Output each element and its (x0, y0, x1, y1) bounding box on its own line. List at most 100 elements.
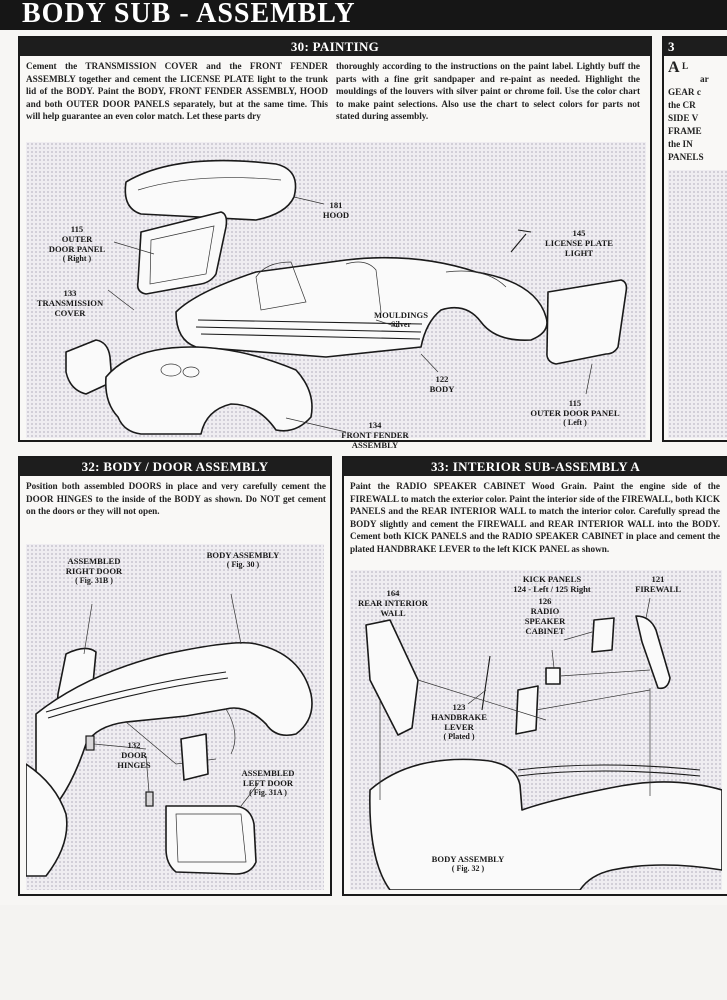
kick-panel-part (515, 685, 539, 735)
outer-door-left-number: 115 (568, 398, 582, 408)
firewall-number: 121 (651, 574, 665, 584)
front-fender-number: 134 (368, 420, 382, 430)
section-31-partial-line7: the IN (668, 139, 693, 149)
hood-label: 181 HOOD (316, 200, 356, 220)
radio-speaker-cabinet-line1: RADIO (530, 606, 560, 616)
section-30-text-col1: Cement the TRANSMISSION COVER and the FR… (26, 61, 328, 122)
handbrake-lever-label: 123 HANDBRAKE LEVER ( Plated ) (426, 702, 492, 742)
hood-part (124, 159, 297, 221)
door-hinge-part (145, 791, 154, 807)
firewall-part (635, 615, 671, 690)
page-title: BODY SUB - ASSEMBLY (22, 0, 356, 29)
door-hinges-number: 132 (127, 740, 141, 750)
outer-door-left-line1: OUTER DOOR PANEL (530, 408, 620, 418)
section-31-partial-illustration (668, 170, 727, 438)
rear-interior-wall-number: 164 (386, 588, 400, 598)
transmission-cover-line1: TRANSMISSION (36, 298, 104, 308)
section-31-partial-panel: 3 A L ar GEAR c the CR SIDE V FRAME the … (662, 36, 727, 442)
outer-door-right-label: 115 OUTER DOOR PANEL ( Right ) (42, 224, 112, 264)
assembled-right-door-label: ASSEMBLED RIGHT DOOR ( Fig. 31B ) (54, 556, 134, 586)
section-32-illustration: ASSEMBLED RIGHT DOOR ( Fig. 31B ) BODY A… (26, 544, 324, 890)
kick-panels-label: KICK PANELS 124 - Left / 125 Right (500, 574, 604, 594)
rear-interior-wall-line2: WALL (380, 608, 406, 618)
body-label: 122 BODY (422, 374, 462, 394)
section-30-panel: 30: PAINTING Cement the TRANSMISSION COV… (18, 36, 652, 450)
handbrake-lever-number: 123 (452, 702, 466, 712)
interior-assembly-diagram (365, 597, 722, 890)
section-30-text-col2: thoroughly according to the instructions… (336, 61, 640, 122)
outer-door-right-number: 115 (70, 224, 84, 234)
page-bottom-margin (0, 905, 727, 1000)
handbrake-lever-finish: ( Plated ) (443, 732, 475, 741)
section-31-partial-heading: 3 (664, 38, 727, 56)
section-32-heading: 32: BODY / DOOR ASSEMBLY (20, 458, 330, 476)
outer-door-right-line1: OUTER (61, 234, 93, 244)
painting-diagram (65, 159, 628, 435)
assembled-left-door (165, 805, 257, 875)
outer-door-right-side: ( Right ) (62, 254, 92, 263)
mouldings-paint: Silver (391, 320, 411, 329)
assembled-right-door-ref: ( Fig. 31B ) (75, 576, 113, 585)
rear-interior-wall-part (365, 619, 419, 736)
transmission-cover-line2: COVER (54, 308, 86, 318)
front-fender-line2: ASSEMBLY (351, 440, 399, 450)
assembled-left-door-label: ASSEMBLED LEFT DOOR ( Fig. 31A ) (230, 768, 306, 798)
outer-door-right-part (136, 211, 228, 295)
body-part-number: 122 (435, 374, 449, 384)
front-fender-label: 134 FRONT FENDER ASSEMBLY (330, 420, 420, 450)
radio-speaker-cabinet-line2: SPEAKER (524, 616, 566, 626)
rear-interior-wall-line1: REAR INTERIOR (358, 598, 428, 608)
section-33-panel: 33: INTERIOR SUB-ASSEMBLY A Paint the RA… (342, 456, 727, 896)
handbrake-lever-part (481, 655, 491, 711)
door-hinges-label: 132 DOOR HINGES (116, 740, 152, 770)
mouldings-label: MOULDINGS Silver (366, 310, 436, 330)
section-31-partial-line6: FRAME (668, 126, 702, 136)
mouldings-line1: MOULDINGS (374, 310, 428, 320)
body-door-diagram (26, 593, 313, 877)
firewall-label: 121 FIREWALL (630, 574, 686, 594)
assembled-left-door-line2: LEFT DOOR (242, 778, 294, 788)
door-hinge-part (85, 735, 95, 751)
section-31-partial-letter: A (668, 59, 680, 76)
assembled-right-door-line2: RIGHT DOOR (65, 566, 123, 576)
license-plate-light-line1: LICENSE PLATE (545, 238, 613, 248)
body-part-name: BODY (429, 384, 455, 394)
body-assembly-33-ref: ( Fig. 32 ) (451, 864, 485, 873)
front-fender-line1: FRONT FENDER (341, 430, 409, 440)
body-assembly-ref: ( Fig. 30 ) (226, 560, 260, 569)
body-assembly-line1: BODY ASSEMBLY (206, 550, 280, 560)
outer-door-left-label: 115 OUTER DOOR PANEL ( Left ) (520, 398, 630, 428)
section-30-illustration: 181 HOOD 115 OUTER DOOR PANEL ( Right ) … (26, 142, 646, 450)
kick-panel-part (591, 617, 615, 653)
assembled-left-door-ref: ( Fig. 31A ) (249, 788, 287, 797)
license-plate-light-line2: LIGHT (564, 248, 594, 258)
handbrake-lever-line2: LEVER (444, 722, 474, 732)
outer-door-left-part (546, 279, 628, 365)
section-31-partial-line8: PANELS (668, 152, 704, 162)
page-title-bar: BODY SUB - ASSEMBLY (0, 0, 727, 30)
assembled-left-door-line1: ASSEMBLED (241, 768, 295, 778)
transmission-cover-number: 133 (63, 288, 77, 298)
body-assembly-part (369, 758, 722, 890)
body-part (175, 256, 548, 358)
license-plate-light-label: 145 LICENSE PLATE LIGHT (534, 228, 624, 258)
section-33-heading: 33: INTERIOR SUB-ASSEMBLY A (344, 458, 727, 476)
hood-part-number: 181 (329, 200, 343, 210)
door-hinges-line1: DOOR (121, 750, 147, 760)
kick-panels-numbers: 124 - Left / 125 Right (513, 584, 591, 594)
section-31-partial-line3: GEAR c (668, 87, 701, 97)
rear-interior-wall-label: 164 REAR INTERIOR WALL (358, 588, 428, 618)
firewall-name: FIREWALL (635, 584, 681, 594)
section-31-partial-line5: SIDE V (668, 113, 699, 123)
section-32-text: Position both assembled DOORS in place a… (26, 481, 326, 517)
transmission-cover-label: 133 TRANSMISSION COVER (30, 288, 110, 318)
outer-door-right-line2: DOOR PANEL (48, 244, 106, 254)
body-assembly-label: BODY ASSEMBLY ( Fig. 30 ) (194, 550, 292, 570)
section-33-illustration: 164 REAR INTERIOR WALL KICK PANELS 124 -… (350, 570, 722, 890)
door-hinges-line2: HINGES (117, 760, 151, 770)
outer-door-left-side: ( Left ) (563, 418, 587, 427)
section-31-partial-line2: ar (700, 74, 709, 84)
radio-speaker-cabinet-part (545, 667, 561, 685)
radio-speaker-cabinet-label: 126 RADIO SPEAKER CABINET (520, 596, 570, 636)
section-33-text: Paint the RADIO SPEAKER CABINET Wood Gra… (350, 481, 720, 554)
